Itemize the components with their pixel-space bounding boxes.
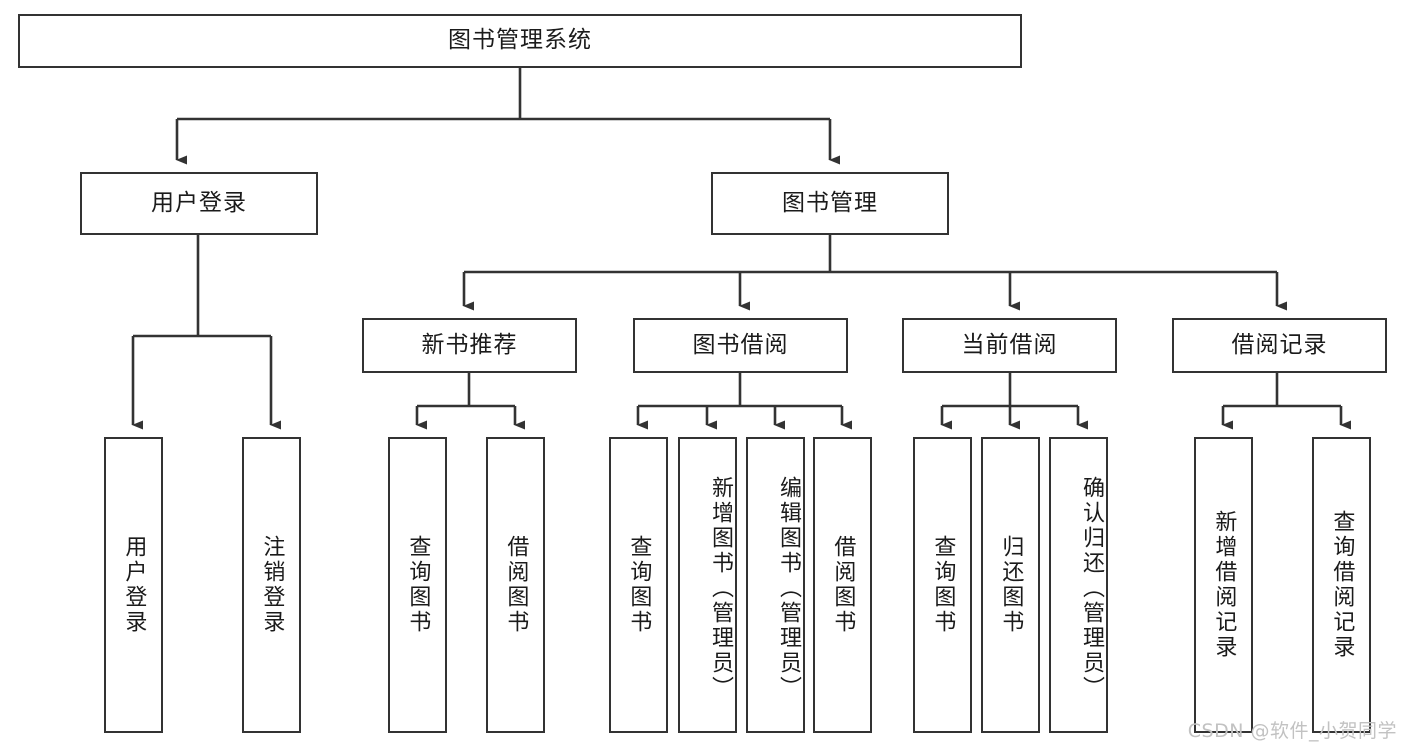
node-label: 查询图书 [930, 535, 956, 635]
leaf-borrow-book[interactable]: 借阅图书 [813, 437, 872, 733]
leaf-add-borrow-record[interactable]: 新增借阅记录 [1194, 437, 1253, 733]
node-label: 用户登录 [151, 189, 247, 216]
leaf-add-book-admin[interactable]: 新增图书（管理员） [678, 437, 737, 733]
node-label: 查询图书 [405, 535, 431, 635]
node-current-borrow[interactable]: 当前借阅 [902, 318, 1117, 373]
node-label: 图书借阅 [692, 331, 789, 358]
node-new-book-recommend[interactable]: 新书推荐 [362, 318, 577, 373]
node-label: 新增借阅记录 [1211, 510, 1237, 660]
leaf-confirm-return-admin[interactable]: 确认归还（管理员） [1049, 437, 1108, 733]
node-label: 查询借阅记录 [1329, 510, 1355, 660]
leaf-user-login[interactable]: 用户登录 [104, 437, 163, 733]
node-book-borrow[interactable]: 图书借阅 [633, 318, 848, 373]
node-book-management[interactable]: 图书管理 [711, 172, 949, 235]
node-label: 图书管理系统 [448, 27, 592, 54]
node-label: 借阅图书 [830, 535, 856, 635]
node-label: 图书管理 [782, 189, 878, 216]
node-label: 编辑图书（管理员） [776, 475, 801, 701]
csdn-watermark: CSDN @软件_小贺同学 [1187, 720, 1397, 742]
node-label: 新增图书（管理员） [708, 475, 733, 701]
node-root-book-management-system[interactable]: 图书管理系统 [18, 14, 1022, 68]
node-user-login[interactable]: 用户登录 [80, 172, 318, 235]
node-label: 用户登录 [121, 535, 147, 635]
leaf-edit-book-admin[interactable]: 编辑图书（管理员） [746, 437, 805, 733]
node-label: 借阅记录 [1231, 331, 1328, 358]
leaf-logout-login[interactable]: 注销登录 [242, 437, 301, 733]
leaf-query-borrow-record[interactable]: 查询借阅记录 [1312, 437, 1371, 733]
node-label: 新书推荐 [421, 331, 518, 358]
leaf-return-book[interactable]: 归还图书 [981, 437, 1040, 733]
leaf-borrow-book-recommend[interactable]: 借阅图书 [486, 437, 545, 733]
node-borrow-record[interactable]: 借阅记录 [1172, 318, 1387, 373]
node-label: 查询图书 [626, 535, 652, 635]
leaf-query-book-recommend[interactable]: 查询图书 [388, 437, 447, 733]
leaf-query-book-borrow[interactable]: 查询图书 [609, 437, 668, 733]
node-label: 归还图书 [998, 535, 1024, 635]
node-label: 注销登录 [259, 535, 285, 635]
node-label: 当前借阅 [961, 331, 1058, 358]
node-label: 借阅图书 [503, 535, 529, 635]
node-label: 确认归还（管理员） [1079, 475, 1104, 701]
leaf-query-book-current[interactable]: 查询图书 [913, 437, 972, 733]
